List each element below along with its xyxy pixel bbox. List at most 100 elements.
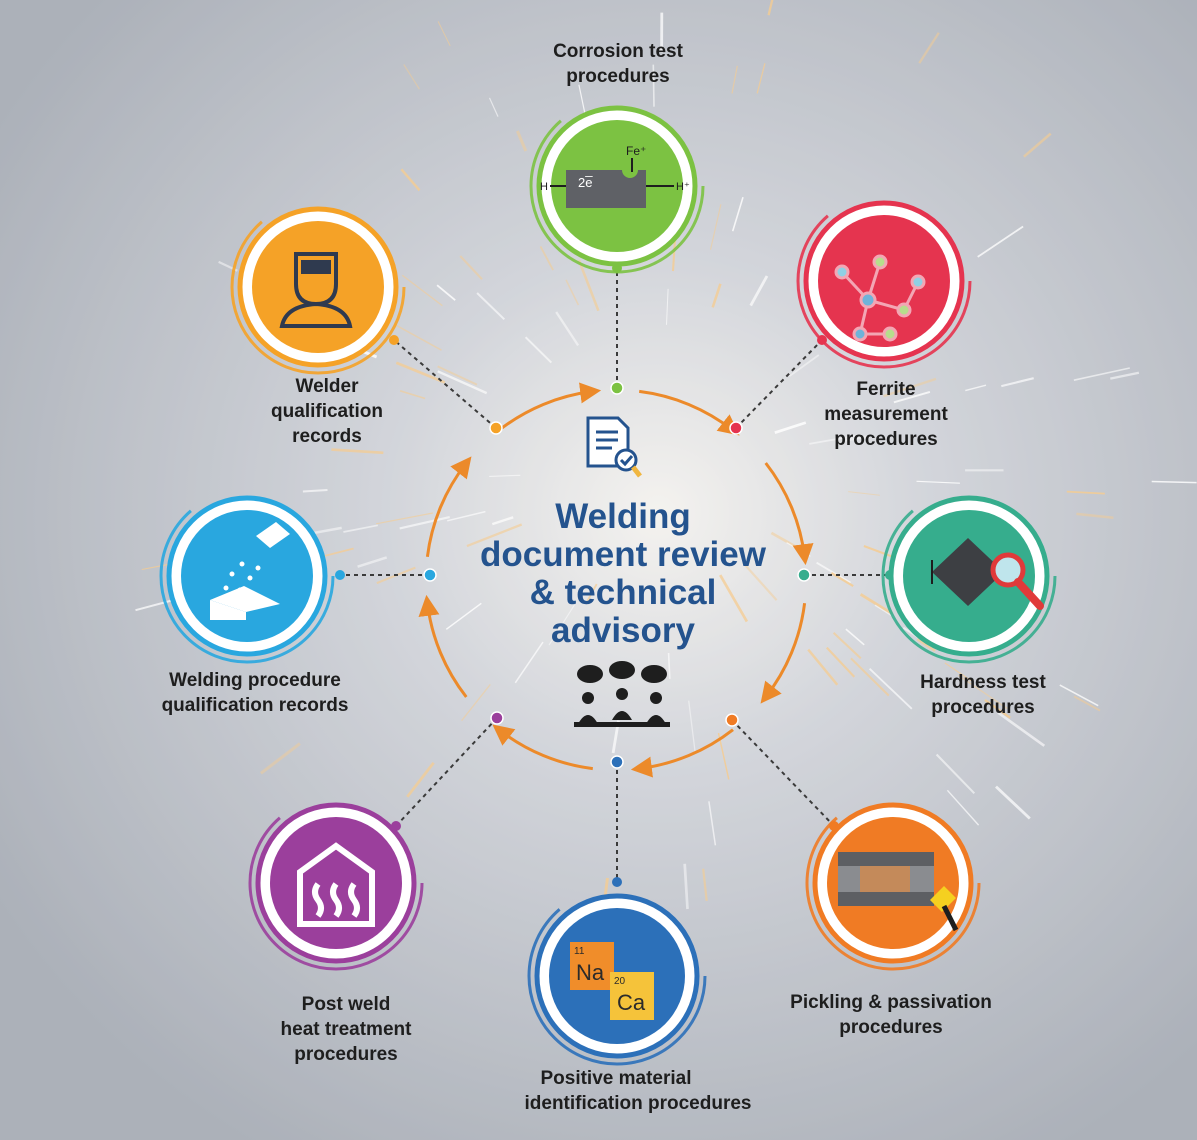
spark (946, 789, 980, 826)
center-title-line-1: Welding (555, 497, 690, 536)
spark (845, 628, 865, 646)
cycle-arrow (425, 456, 472, 557)
spark (436, 284, 456, 301)
wpqr-label-line-2: qualification records (162, 695, 349, 716)
spark (399, 389, 426, 400)
spark (491, 516, 514, 526)
outer-ring (159, 488, 335, 664)
spark (403, 64, 420, 90)
spark (375, 512, 434, 525)
cycle-arrow (418, 594, 468, 698)
spark (997, 711, 1046, 747)
element-2-number: 20 (614, 976, 626, 987)
cycle-arrow (492, 724, 593, 771)
cycle-dot (489, 421, 503, 435)
spark (555, 311, 580, 347)
spark (711, 283, 722, 308)
spark (489, 474, 521, 477)
spark (883, 377, 937, 398)
spark (944, 662, 973, 682)
spark (667, 652, 671, 679)
document-check-icon (586, 416, 642, 478)
corrosion-label-line-1: Corrosion test (553, 41, 684, 62)
spark (331, 448, 384, 455)
element-2-symbol: Ca (617, 990, 646, 1015)
spark (577, 259, 600, 312)
molecule-icon (834, 254, 926, 342)
h-right-label: H⁺ (676, 181, 690, 193)
node-pickling: Pickling & passivation procedures (790, 795, 992, 1038)
spark (1066, 490, 1105, 495)
spark (702, 868, 708, 902)
elements-icon: 11 Na 20 Ca (570, 942, 654, 1020)
spark (357, 556, 388, 568)
spark (767, 0, 774, 16)
cycle-arrows (418, 382, 814, 778)
spark (708, 801, 717, 846)
welder-label-line-1: Welder (295, 376, 359, 397)
welding-rod-icon (210, 522, 290, 620)
spark (1059, 684, 1099, 707)
welder-label-line-2: qualification (271, 401, 383, 422)
spark (916, 638, 936, 652)
node-ferrite: Ferrite measurement procedures (796, 193, 972, 450)
center-hub: Welding document review & technical advi… (480, 416, 767, 727)
indenter-magnifier-icon (931, 538, 1044, 610)
hardness-label-line-1: Hardness test (920, 672, 1046, 693)
spark (406, 761, 435, 798)
spark (916, 480, 960, 484)
spark (731, 65, 738, 94)
pickling-label-line-1: Pickling & passivation (790, 992, 992, 1013)
spark (666, 288, 669, 325)
spark (514, 641, 544, 684)
node-wpqr: Welding procedure qualification records (159, 488, 349, 716)
cycle-dot (797, 568, 811, 582)
spark (539, 245, 554, 271)
spark (788, 354, 820, 377)
cycle-arrow (764, 462, 814, 566)
pickling-label-line-2: procedures (839, 1017, 942, 1038)
center-title-line-3: & technical (530, 573, 717, 612)
cycle-arrow (630, 728, 734, 778)
anchor-dot (335, 570, 345, 580)
spark (516, 130, 528, 152)
node-corrosion: 2e̅ Fe⁺ H H⁺ Corrosion test procedures (529, 41, 705, 274)
ferrite-label-line-3: procedures (834, 429, 937, 450)
outer-ring (230, 199, 406, 375)
center-title-line-4: advisory (551, 611, 695, 650)
fe-ion-label: Fe⁺ (626, 144, 646, 158)
electron-label: 2e̅ (578, 175, 593, 190)
spark (652, 64, 655, 107)
spark (995, 785, 1031, 820)
ferrite-rings (796, 193, 972, 369)
weld-brush-icon (838, 852, 959, 932)
pwht-label-line-3: procedures (294, 1044, 397, 1065)
cycle-dot (490, 711, 504, 725)
meeting-icon (574, 661, 670, 727)
node-welder: Welder qualification records (230, 199, 406, 447)
spark (859, 593, 894, 616)
spark (1001, 377, 1034, 388)
cycle-arrow (760, 603, 807, 704)
hardness-label-line-2: procedures (931, 697, 1034, 718)
outer-ring (527, 886, 707, 1066)
disc (818, 215, 950, 347)
node-hardness: Hardness test procedures (881, 488, 1057, 718)
spark (401, 274, 443, 307)
outer-ring (881, 488, 1057, 664)
spark (709, 204, 722, 250)
cycle-arrow (639, 389, 740, 436)
anchor-dot (389, 335, 399, 345)
spark (868, 668, 913, 710)
spark (742, 562, 778, 601)
outer-ring (805, 795, 981, 971)
spark (1073, 695, 1101, 712)
connector-line (395, 717, 498, 827)
spark (731, 196, 744, 232)
outer-ring (529, 98, 705, 274)
spark (825, 646, 856, 678)
spark (1151, 480, 1197, 484)
cycle-dot (610, 381, 624, 395)
ferrite-label-line-1: Ferrite (856, 379, 915, 400)
spark (848, 491, 880, 496)
